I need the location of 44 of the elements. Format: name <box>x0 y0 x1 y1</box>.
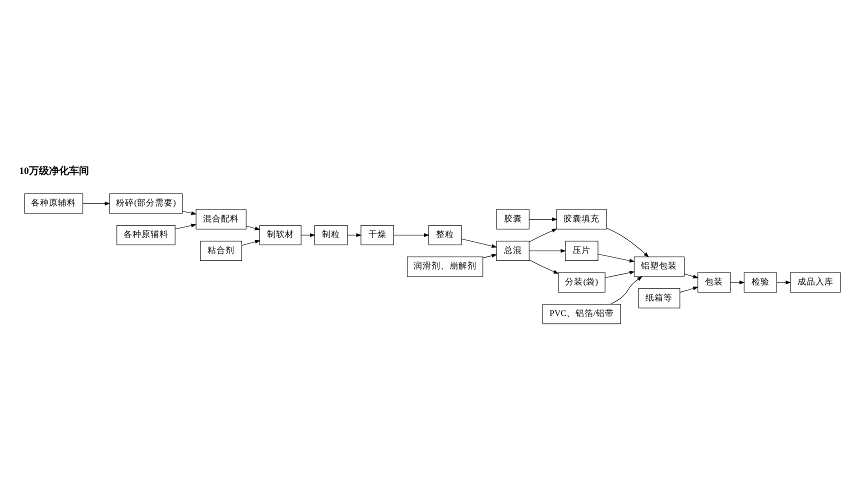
arrow <box>680 286 698 292</box>
node-box: 粉碎(部分需要) <box>109 192 183 214</box>
arrow <box>776 280 792 284</box>
node-box: 干燥 <box>360 224 394 245</box>
arrow <box>300 232 316 237</box>
arrow <box>182 210 197 214</box>
node-box: 粘合剂 <box>200 240 242 260</box>
node-box: 润滑剂、崩解剂 <box>406 256 484 276</box>
node-box: 压片 <box>565 240 598 260</box>
node-box: 包装 <box>698 272 731 292</box>
arrow <box>242 239 260 246</box>
node-box: 胶囊填充 <box>556 208 607 229</box>
arrow <box>82 201 110 205</box>
arrow <box>174 223 197 229</box>
node-box: 各种原辅料 <box>116 224 176 245</box>
node-box: 胶囊 <box>496 208 530 229</box>
node-box: PVC、铝箔/铝带 <box>542 303 621 324</box>
arrow <box>461 238 498 248</box>
node-box: 分装(袋) <box>558 272 606 292</box>
node-box: 各种原辅料 <box>24 192 84 214</box>
arrow <box>606 227 650 257</box>
node-box: 检验 <box>744 272 778 292</box>
node-box: 成品入库 <box>790 272 841 292</box>
node-box: 铝塑包装 <box>634 256 685 276</box>
arrow <box>347 232 362 237</box>
arrow <box>598 253 635 262</box>
arrow <box>528 216 558 221</box>
arrow <box>610 276 643 304</box>
arrow <box>482 253 498 258</box>
arrow <box>528 259 559 274</box>
arrow <box>246 225 260 230</box>
arrow <box>528 228 558 242</box>
arrow <box>684 273 699 278</box>
arrow <box>393 232 430 237</box>
arrow <box>604 270 635 278</box>
node-box: 纸箱等 <box>638 288 680 308</box>
node-box: 整粒 <box>428 224 462 245</box>
node-box: 制软材 <box>259 224 302 245</box>
label: 10万级净化车间 <box>19 165 89 176</box>
arrow <box>730 280 745 284</box>
node-box: 混合配料 <box>196 208 246 229</box>
arrow <box>528 248 566 252</box>
node-box: 总混 <box>496 240 530 260</box>
node-box: 制粒 <box>314 224 348 245</box>
